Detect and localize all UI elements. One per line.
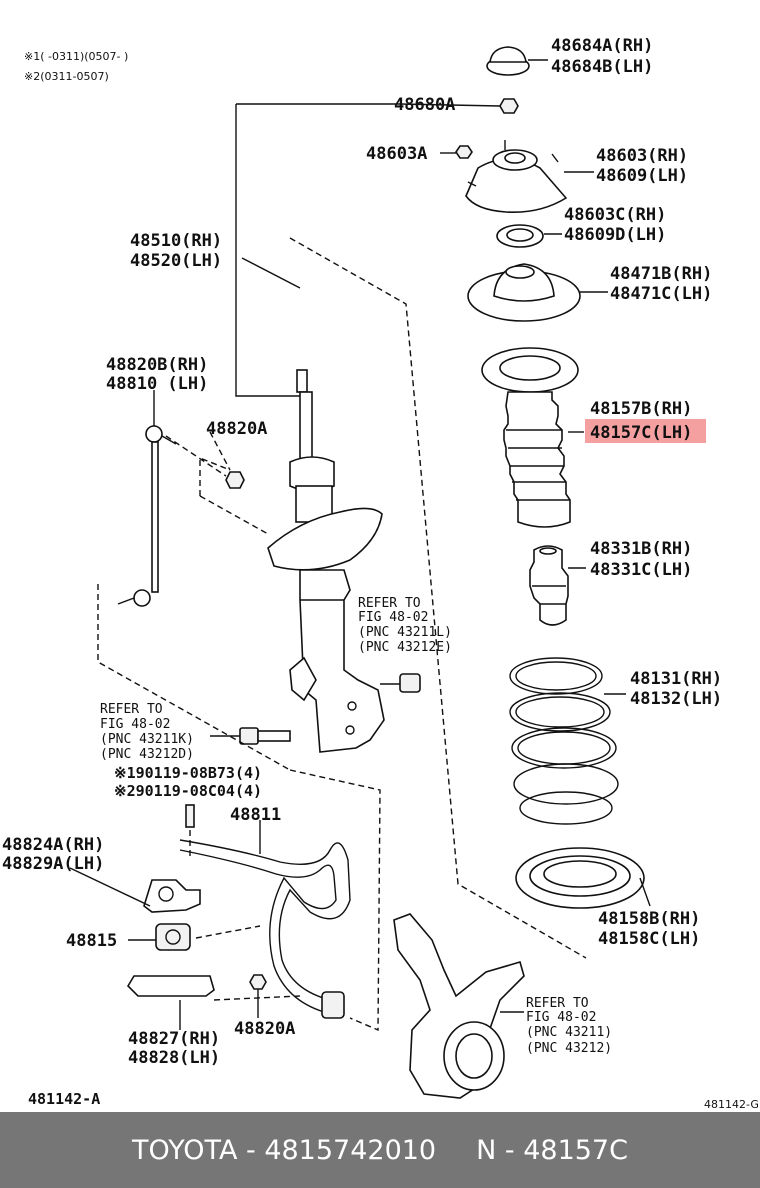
bumper-boot-48157-part: [481, 347, 579, 528]
refer-left-line1: REFER TO: [100, 702, 163, 717]
nut-48820a-top-part: [225, 471, 245, 489]
label-48603a: 48603A: [366, 144, 427, 164]
label-48680a: 48680A: [394, 95, 455, 115]
refer-mid-line4: (PNC 43212E): [358, 640, 452, 655]
label-48603c: 48603C(RH): [564, 205, 666, 225]
label-48510: 48510(RH): [130, 231, 222, 251]
refer-bottom-line3: (PNC 43211): [526, 1025, 612, 1040]
bolt-90119-part: [239, 727, 291, 745]
refer-mid-line2: FIG 48-02: [358, 610, 428, 625]
footer-part-code: N - 48157C: [476, 1134, 628, 1166]
label-48603: 48603(RH): [596, 146, 688, 166]
nut-48680a-part: [499, 98, 519, 114]
steering-knuckle-part: [393, 913, 525, 1099]
label-48824a: 48824A(RH): [2, 835, 104, 855]
insulator-48158-part: [515, 847, 645, 909]
stabilizer-link-48820b-part: [117, 425, 177, 607]
label-48820b: 48820B(RH): [106, 355, 208, 375]
label-48810: 48810 (LH): [106, 374, 208, 394]
label-48331c: 48331C(LH): [590, 560, 692, 580]
bump-stop-48331-part: [529, 545, 569, 626]
bracket-48824-part: [143, 879, 201, 913]
label-48471b: 48471B(RH): [610, 264, 712, 284]
nut-48603a-part: [455, 145, 473, 159]
nut-48820a-bottom-part: [249, 974, 267, 990]
refer-left-line2: FIG 48-02: [100, 717, 170, 732]
label-bolt-1: ※190119-08B73(4): [114, 764, 262, 782]
label-48820a-top: 48820A: [206, 419, 267, 439]
label-48811: 48811: [230, 805, 281, 825]
label-48471c: 48471C(LH): [610, 284, 712, 304]
label-48815: 48815: [66, 931, 117, 951]
label-48520: 48520(LH): [130, 251, 222, 271]
assembly-outline: [97, 237, 587, 1032]
label-48331b: 48331B(RH): [590, 539, 692, 559]
label-48158b: 48158B(RH): [598, 909, 700, 929]
refer-bottom-line1: REFER TO: [526, 996, 589, 1011]
upper-mount-48603-part: [465, 140, 568, 214]
stabilizer-bar-48811-part: [179, 839, 351, 1019]
footer-brand-part-number: TOYOTA - 4815742010: [132, 1134, 437, 1166]
cap-48684-part: [486, 46, 530, 76]
label-bolt-2: ※290119-08C04(4): [114, 782, 262, 800]
label-48609d: 48609D(LH): [564, 225, 666, 245]
strut-48510-part: [267, 369, 385, 753]
label-48609: 48609(LH): [596, 166, 688, 186]
note-2: ※2(0311-0507): [24, 70, 109, 83]
coil-spring-48131-part: [509, 657, 619, 825]
bearing-48603c-part: [496, 224, 544, 248]
bolt-small-part: [185, 804, 195, 828]
label-48827: 48827(RH): [128, 1029, 220, 1049]
refer-left-line4: (PNC 43212D): [100, 747, 194, 762]
refer-bottom-line2: FIG 48-02: [526, 1010, 596, 1025]
parts-diagram: ※1( -0311)(0507- ) ※2(0311-0507): [2, 36, 759, 1111]
footer-bar: TOYOTA - 4815742010 N - 48157C: [0, 1112, 760, 1188]
highlight-48157c: [585, 419, 706, 443]
label-48157b: 48157B(RH): [590, 399, 692, 419]
refer-left-line3: (PNC 43211K): [100, 732, 194, 747]
label-48820a-bottom: 48820A: [234, 1019, 295, 1039]
refer-mid-line1: REFER TO: [358, 596, 421, 611]
label-48684a: 48684A(RH): [551, 36, 653, 56]
label-48828: 48828(LH): [128, 1048, 220, 1068]
label-48684b: 48684B(LH): [551, 57, 653, 77]
label-48158c: 48158C(LH): [598, 929, 700, 949]
label-48829a: 48829A(LH): [2, 854, 104, 874]
diagram-code: 481142-A: [28, 1090, 100, 1108]
diagram-code-right: 481142-G: [704, 1098, 759, 1111]
spring-seat-48471-part: [467, 263, 581, 322]
plate-48827-part: [126, 975, 215, 997]
refer-bottom-line4: (PNC 43212): [526, 1041, 612, 1056]
bushing-48815-part: [155, 923, 191, 951]
label-48131: 48131(RH): [630, 669, 722, 689]
leader-lines: [69, 59, 651, 1030]
nut-refer-mid-part: [399, 673, 421, 693]
label-48132: 48132(LH): [630, 689, 722, 709]
refer-mid-line3: (PNC 43211L): [358, 625, 452, 640]
label-48157c: 48157C(LH): [590, 423, 692, 443]
note-1: ※1( -0311)(0507- ): [24, 50, 128, 63]
